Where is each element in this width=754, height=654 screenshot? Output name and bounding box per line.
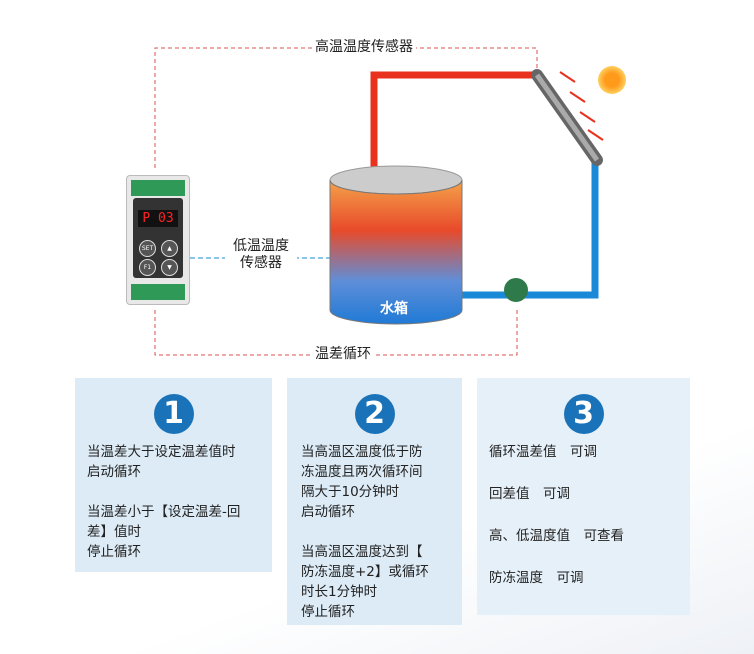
- down-button[interactable]: ▼: [161, 259, 178, 276]
- panel-text: 高、低温度值 可查看: [489, 528, 624, 544]
- sun-rays-icon: [559, 71, 604, 141]
- panel-text: 回差值 可调: [489, 486, 570, 502]
- panel-text: 当温差大于设定温差值时 启动循环: [87, 444, 236, 480]
- info-panel-2: 2 当高温区温度低于防 冻温度且两次循环间 隔大于10分钟时 启动循环 当高温区…: [287, 378, 462, 625]
- low-sensor-label: 低温温度传感器: [225, 238, 297, 272]
- info-panel-1: 1 当温差大于设定温差值时 启动循环 当温差小于【设定温差-回 差】值时 停止循…: [75, 378, 272, 572]
- set-button[interactable]: SET: [139, 240, 156, 257]
- high-sensor-label: 高温温度传感器: [312, 39, 416, 56]
- temperature-controller: P 03 SET F1 ▲ ▼: [126, 175, 190, 305]
- panel-text: 当温差小于【设定温差-回 差】值时 停止循环: [87, 504, 241, 560]
- controller-display: P 03: [138, 210, 178, 227]
- water-tank: [329, 179, 463, 325]
- pump-icon: [504, 278, 528, 302]
- terminal-block-bottom: [131, 284, 185, 300]
- cold-pipe: [460, 160, 599, 299]
- terminal-block-top: [131, 180, 185, 196]
- f1-button[interactable]: F1: [139, 259, 156, 276]
- controller-face: P 03 SET F1 ▲ ▼: [133, 198, 183, 278]
- tank-label: 水箱: [380, 301, 408, 317]
- step-number: 1: [153, 394, 194, 434]
- panel-text: 循环温差值 可调: [489, 444, 597, 460]
- sun-icon: [598, 66, 626, 94]
- panel-text: 当高温区温度低于防 冻温度且两次循环间 隔大于10分钟时 启动循环: [301, 444, 423, 520]
- info-panel-3: 3 循环温差值 可调 回差值 可调 高、低温度值 可查看 防冻温度 可调: [477, 378, 690, 615]
- loop-label: 温差循环: [312, 346, 374, 363]
- high-sensor-wire: [154, 47, 538, 168]
- panel-text: 防冻温度 可调: [489, 570, 584, 586]
- step-number: 2: [354, 394, 395, 434]
- up-button[interactable]: ▲: [161, 240, 178, 257]
- panel-text: 当高温区温度达到【 防冻温度+2】或循环 时长1分钟时 停止循环: [301, 544, 429, 620]
- step-number: 3: [563, 394, 604, 434]
- hot-pipe: [370, 71, 538, 170]
